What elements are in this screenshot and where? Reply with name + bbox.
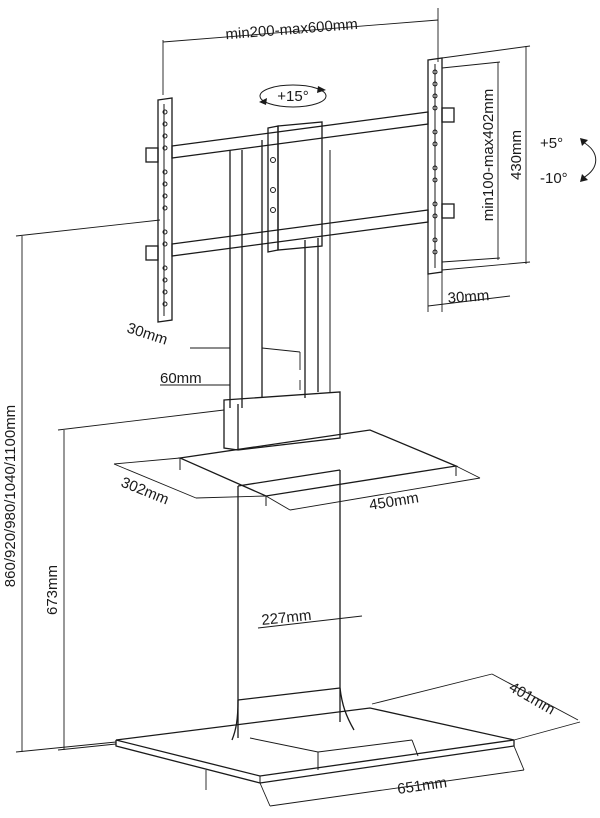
column-width-label: 227mm: [261, 607, 313, 629]
bracket-height-label: 430mm: [508, 130, 525, 180]
tilt-down-label: -10°: [540, 170, 568, 187]
base-plate: [115, 707, 515, 784]
rotation-label: +15°: [277, 88, 308, 105]
column-sleeve: [223, 391, 341, 451]
right-vesa-bracket: [427, 57, 455, 275]
bracket-depth-dimension: 30mm: [427, 270, 511, 312]
tilt-indicator: +5° -10°: [540, 135, 597, 187]
height-dimensions: 860/920/980/1040/1100mm 673mm: [2, 219, 225, 753]
bracket-depth-label: 30mm: [447, 287, 490, 307]
shelf-depth-label: 302mm: [119, 474, 172, 509]
width-dimension: min200-max600mm: [162, 8, 439, 95]
horizontal-arms: [171, 111, 429, 257]
width-range-label: min200-max600mm: [225, 16, 358, 43]
shelf-height-label: 673mm: [44, 565, 61, 615]
shelf-width-label: 450mm: [368, 489, 420, 514]
center-mount-plate: [267, 121, 323, 253]
arm-offset-dimensions: 30mm 60mm: [125, 320, 301, 390]
base-depth-dimension: 401mm: [371, 673, 581, 741]
vesa-height-dimensions: min100-max402mm 430mm: [441, 45, 531, 271]
arm-offset-30-label: 30mm: [125, 320, 170, 349]
base-width-label: 651mm: [396, 774, 448, 798]
upper-column: [229, 140, 331, 408]
left-vesa-bracket: [145, 97, 173, 323]
base-width-dimension: 651mm: [205, 745, 525, 807]
total-height-label: 860/920/980/1040/1100mm: [2, 405, 19, 587]
lower-column: 227mm: [231, 469, 363, 741]
base-depth-label: 401mm: [506, 679, 558, 719]
rotation-indicator: +15°: [259, 84, 327, 108]
arm-offset-60-label: 60mm: [160, 370, 202, 387]
vesa-height-range-label: min100-max402mm: [480, 89, 497, 222]
tilt-up-label: +5°: [540, 135, 563, 152]
